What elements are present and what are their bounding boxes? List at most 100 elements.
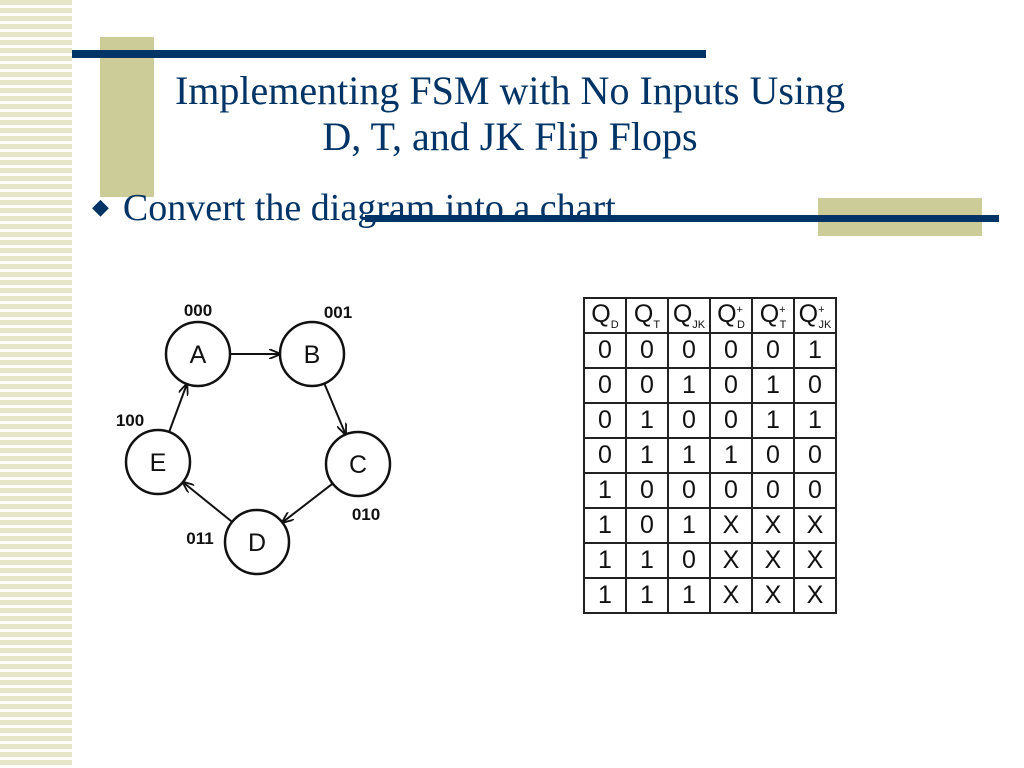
table-cell: 1 (667, 507, 711, 544)
table-cell: 0 (625, 472, 669, 509)
table-cell: 1 (667, 437, 711, 474)
state-node-e (124, 428, 192, 496)
table-cell: X (709, 577, 753, 614)
title-accent-bar (72, 50, 706, 58)
state-code-b: 001 (324, 303, 352, 322)
table-header-cell: Q+ D (709, 297, 753, 334)
table-cell: 0 (583, 437, 627, 474)
table-cell: 1 (583, 542, 627, 579)
table-cell: 0 (667, 472, 711, 509)
header-base: Q (717, 300, 737, 328)
table-cell: 1 (625, 402, 669, 439)
table-cell: X (793, 507, 837, 544)
left-stripe-decoration (0, 0, 72, 768)
table-cell: 1 (625, 437, 669, 474)
table-cell: 0 (793, 472, 837, 509)
table-header-cell: QT (625, 297, 669, 334)
state-label-b: B (304, 341, 321, 369)
header-subscript: T (653, 319, 661, 331)
state-node-a (164, 320, 232, 388)
state-label-e: E (150, 449, 167, 477)
table-cell: 0 (793, 437, 837, 474)
table-cell: 0 (667, 542, 711, 579)
table-cell: 0 (793, 367, 837, 404)
table-cell: 1 (583, 472, 627, 509)
title-accent-block (100, 37, 154, 197)
state-code-e: 100 (116, 411, 144, 430)
state-label-d: D (248, 529, 266, 557)
header-base: Q (798, 300, 819, 328)
table-cell: 1 (793, 332, 837, 369)
state-code-d: 011 (186, 529, 213, 548)
table-cell: 0 (709, 332, 753, 369)
table-header-cell: Q+JK (793, 297, 837, 334)
slide-title: Implementing FSM with No Inputs Using D,… (100, 68, 920, 160)
diamond-bullet-icon: ◆ (92, 194, 109, 219)
table-cell: 1 (793, 402, 837, 439)
table-cell: X (751, 507, 795, 544)
table-cell: 0 (625, 507, 669, 544)
header-subscript: D (610, 319, 619, 331)
table-cell: 0 (751, 332, 795, 369)
transition-arrow-c-d (282, 482, 334, 523)
table-cell: 1 (667, 367, 711, 404)
table-header-cell: QJK (667, 297, 711, 334)
state-label-c: C (349, 451, 367, 479)
table-cell: X (793, 542, 837, 579)
state-node-d (223, 508, 291, 576)
header-subscript: T (779, 319, 787, 331)
transition-arrow-d-e (183, 482, 233, 523)
table-cell: 0 (751, 437, 795, 474)
header-subscript: JK (692, 319, 706, 331)
table-cell: 0 (625, 367, 669, 404)
table-cell: 1 (709, 437, 753, 474)
table-cell: 0 (625, 332, 669, 369)
table-cell: 0 (709, 367, 753, 404)
table-header-cell: Q+ T (751, 297, 795, 334)
header-base: Q (759, 300, 780, 328)
transition-arrow-b-c (323, 383, 345, 435)
header-superscript: + (736, 303, 743, 316)
table-cell: 1 (583, 507, 627, 544)
table-cell: X (751, 577, 795, 614)
table-cell: 0 (709, 402, 753, 439)
bullet-text: Convert the diagram into a chart (122, 187, 616, 229)
header-superscript: + (818, 303, 825, 316)
bullet-point: ◆ Convert the diagram into a chart (92, 184, 616, 231)
table-cell: 0 (583, 402, 627, 439)
table-cell: 0 (751, 472, 795, 509)
table-cell: 0 (667, 402, 711, 439)
state-node-c (324, 430, 392, 498)
header-base: Q (672, 300, 693, 328)
table-cell: 1 (751, 402, 795, 439)
table-cell: X (709, 507, 753, 544)
state-label-a: A (190, 341, 207, 369)
table-cell: X (751, 542, 795, 579)
table-cell: X (709, 542, 753, 579)
title-line-1: Implementing FSM with No Inputs Using (174, 68, 846, 113)
transition-arrow-e-a (168, 384, 187, 433)
header-base: Q (591, 300, 611, 328)
header-superscript: + (779, 303, 786, 316)
title-line-2: D, T, and JK Flip Flops (322, 114, 698, 159)
header-base: Q (633, 300, 654, 328)
table-header-cell: QD (583, 297, 627, 334)
table-cell: 1 (625, 542, 669, 579)
state-code-a: 000 (184, 301, 212, 320)
table-cell: 1 (751, 367, 795, 404)
header-subscript: D (736, 319, 745, 331)
table-cell: 1 (625, 577, 669, 614)
table-cell: X (793, 577, 837, 614)
table-cell: 0 (583, 367, 627, 404)
